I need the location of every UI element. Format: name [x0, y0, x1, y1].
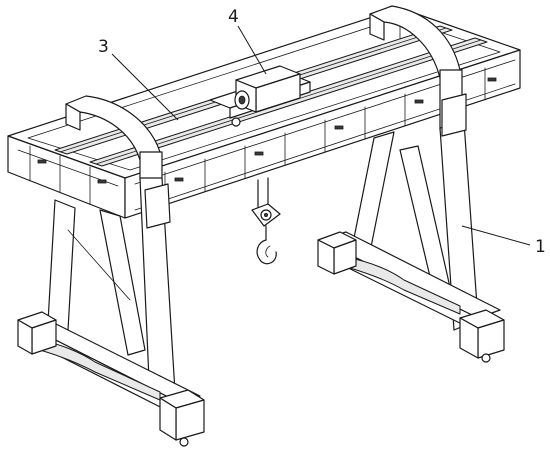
callout-leaders [111, 25, 531, 246]
leader-line-4 [237, 25, 267, 75]
hoist-trolley [209, 65, 311, 127]
leader-line-3 [111, 53, 179, 121]
callout-label-3: 3 [98, 37, 109, 57]
callout-label-4: 4 [228, 7, 239, 27]
crane-hook [251, 177, 281, 265]
left-leg-assembly [17, 95, 205, 447]
leader-line-1 [461, 225, 531, 246]
callout-label-1: 1 [535, 237, 546, 257]
right-leg-assembly [317, 5, 505, 363]
